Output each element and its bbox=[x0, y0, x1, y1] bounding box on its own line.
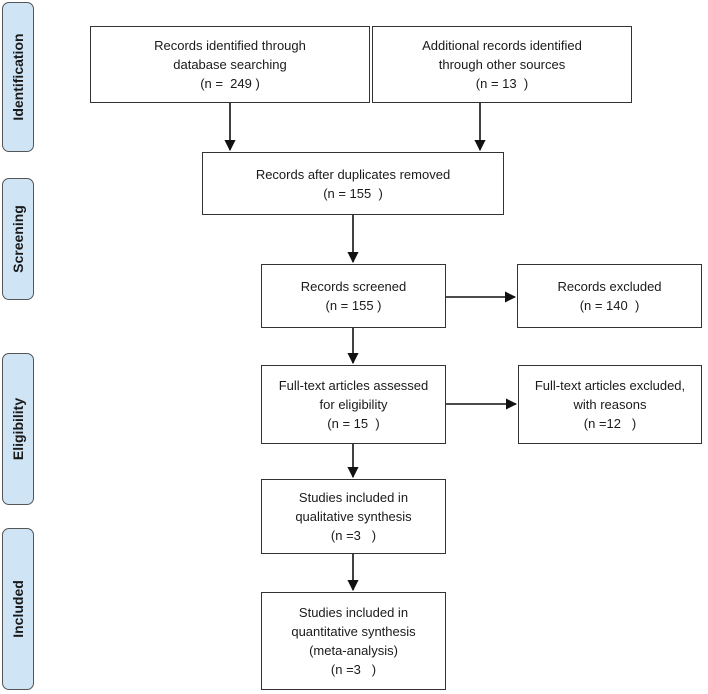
box-records-excluded: Records excluded (n = 140 ) bbox=[517, 264, 702, 328]
box-other-sources-line1: Additional records identified bbox=[422, 38, 582, 53]
box-fulltext-assessed-line1: Full-text articles assessed bbox=[278, 378, 429, 393]
phase-included: Included bbox=[2, 528, 34, 690]
box-records-excluded-line1: Records excluded bbox=[557, 279, 662, 294]
box-qualitative-synthesis: Studies included in qualitative synthesi… bbox=[261, 479, 446, 554]
box-after-duplicates-count: (n = 155 ) bbox=[323, 185, 383, 201]
box-fulltext-assessed-line2: for eligibility bbox=[319, 397, 388, 412]
phase-eligibility: Eligibility bbox=[2, 353, 34, 505]
box-fulltext-excluded: Full-text articles excluded, with reason… bbox=[518, 365, 702, 444]
box-other-sources: Additional records identified through ot… bbox=[372, 26, 632, 103]
box-quantitative-count: (n =3 ) bbox=[330, 662, 377, 677]
box-records-screened-line1: Records screened bbox=[300, 279, 407, 294]
box-quantitative-synthesis: Studies included in quantitative synthes… bbox=[261, 592, 446, 690]
box-database-search-line1: Records identified through bbox=[154, 38, 306, 53]
box-other-sources-line2: through other sources bbox=[438, 57, 566, 72]
box-fulltext-excluded-line1: Full-text articles excluded, bbox=[534, 378, 686, 393]
box-database-search-count: (n = 249 ) bbox=[200, 76, 260, 91]
box-records-screened-count: (n = 155 ) bbox=[325, 298, 382, 313]
box-qualitative-line1: Studies included in bbox=[298, 490, 409, 505]
phase-screening: Screening bbox=[2, 178, 34, 300]
box-qualitative-count: (n =3 ) bbox=[330, 528, 377, 543]
box-records-screened: Records screened (n = 155 ) bbox=[261, 264, 446, 328]
box-fulltext-assessed: Full-text articles assessed for eligibil… bbox=[261, 365, 446, 444]
box-database-search: Records identified through database sear… bbox=[90, 26, 370, 103]
box-fulltext-excluded-line2: with reasons bbox=[573, 397, 647, 412]
box-records-excluded-count: (n = 140 ) bbox=[579, 298, 640, 313]
box-quantitative-line1: Studies included in bbox=[298, 605, 409, 620]
box-quantitative-line3: (meta-analysis) bbox=[309, 643, 398, 658]
box-fulltext-assessed-count: (n = 15 ) bbox=[327, 416, 380, 431]
phase-identification: Identification bbox=[2, 2, 34, 152]
box-quantitative-line2: quantitative synthesis bbox=[291, 624, 416, 639]
box-fulltext-excluded-count: (n =12 ) bbox=[583, 416, 637, 431]
box-after-duplicates-line1: Records after duplicates removed bbox=[255, 166, 451, 182]
box-database-search-line2: database searching bbox=[173, 57, 287, 72]
box-qualitative-line2: qualitative synthesis bbox=[295, 509, 412, 524]
box-after-duplicates: Records after duplicates removed (n = 15… bbox=[202, 152, 504, 215]
box-other-sources-count: (n = 13 ) bbox=[475, 76, 529, 91]
